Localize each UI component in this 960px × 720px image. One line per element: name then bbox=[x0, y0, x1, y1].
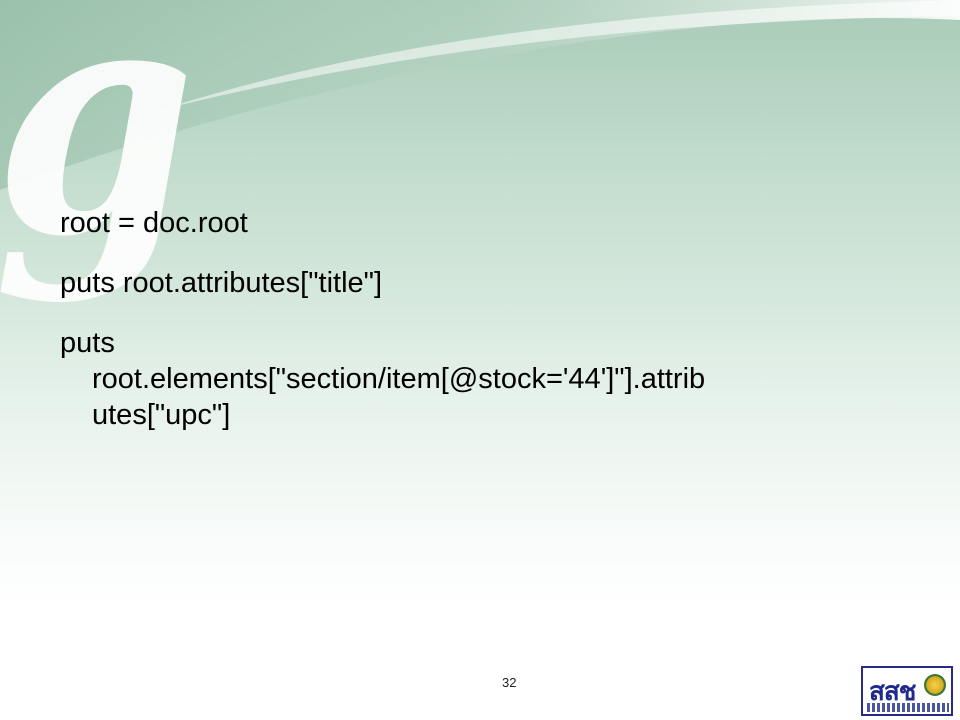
code-line-1: root = doc.root bbox=[60, 207, 248, 239]
decorative-script-letter: g bbox=[0, 0, 196, 307]
code-line-3-continuation-2: utes["upc"] bbox=[92, 399, 231, 431]
code-line-2: puts root.attributes["title"] bbox=[60, 267, 383, 299]
logo-subtitle-graphic bbox=[867, 703, 949, 712]
decorative-swoosh bbox=[0, 0, 960, 190]
logo-text: สสช bbox=[869, 676, 916, 706]
seal-icon bbox=[924, 674, 946, 696]
page-number: 32 bbox=[502, 675, 517, 690]
slide-body: root = doc.root puts root.attributes["ti… bbox=[60, 205, 900, 433]
code-line-3-continuation-1: root.elements["section/item[@stock='44']… bbox=[92, 363, 706, 395]
organization-logo: สสช bbox=[861, 666, 953, 716]
code-line-3-head: puts bbox=[60, 327, 115, 359]
